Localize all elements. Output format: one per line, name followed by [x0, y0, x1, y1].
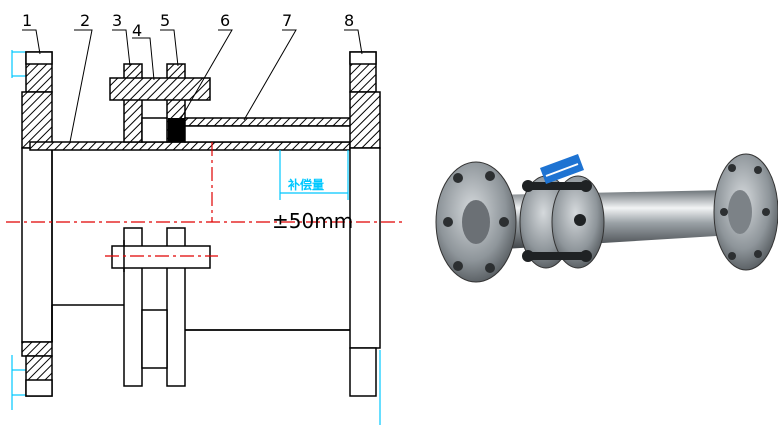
- inner-pipe: [29, 141, 351, 342]
- part-label-2: 2: [80, 11, 90, 30]
- gland-assembly: [109, 63, 211, 387]
- part-label-3: 3: [112, 11, 122, 30]
- part-label-8: 8: [344, 11, 354, 30]
- compensation-dimension: 补偿量 ±50mm: [272, 150, 353, 233]
- compensation-label: 补偿量: [287, 177, 324, 192]
- part-label-5: 5: [160, 11, 170, 30]
- part-label-7: 7: [282, 11, 292, 30]
- technical-drawing: 补偿量 ±50mm 1 2 3 4 5 6 7 8: [6, 11, 405, 425]
- right-flange: [349, 51, 381, 397]
- centerlines: [6, 142, 405, 257]
- part-label-4: 4: [132, 21, 142, 40]
- dimension-marks-left: [11, 50, 381, 425]
- leader-lines: [22, 29, 363, 143]
- part-label-1: 1: [22, 11, 32, 30]
- part-label-6: 6: [220, 11, 230, 30]
- left-flange: [21, 51, 53, 397]
- part-labels: 1 2 3 4 5 6 7 8: [22, 11, 354, 40]
- dimension-value: ±50mm: [272, 209, 353, 233]
- product-photo: [435, 153, 778, 283]
